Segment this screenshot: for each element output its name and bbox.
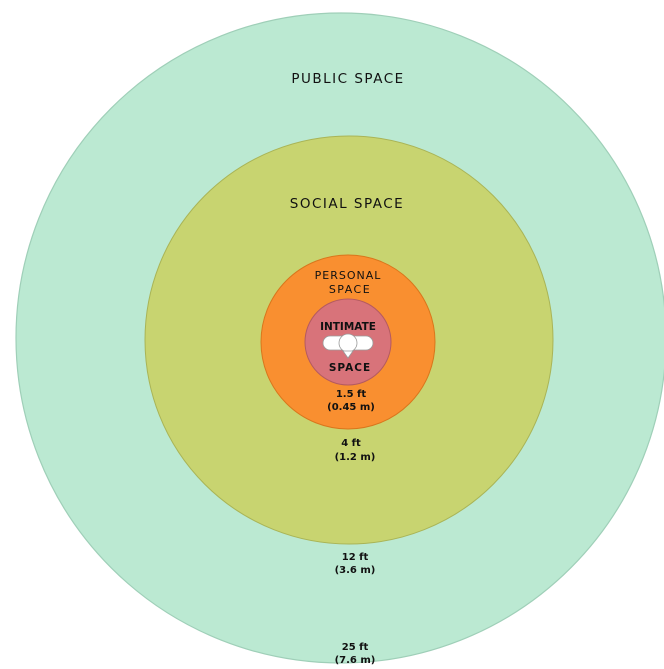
intimate-distance-imperial: 1.5 ft (336, 389, 367, 400)
person-top-view-icon (322, 333, 374, 359)
social-distance-imperial: 12 ft (342, 552, 369, 563)
personal-distance-imperial: 4 ft (341, 438, 361, 449)
intimate-space-label-line1: INTIMATE (320, 321, 376, 333)
public-space-label: PUBLIC SPACE (291, 71, 404, 87)
social-space-label: SOCIAL SPACE (290, 196, 404, 212)
intimate-space-label-line2: SPACE (329, 362, 371, 374)
personal-space-label-line2: SPACE (329, 283, 371, 296)
intimate-distance-metric: (0.45 m) (327, 402, 375, 413)
personal-space-label-line1: PERSONAL (315, 269, 382, 282)
public-distance-metric: (7.6 m) (335, 655, 376, 666)
public-distance-imperial: 25 ft (342, 642, 369, 653)
social-distance-metric: (3.6 m) (335, 565, 376, 576)
personal-distance-metric: (1.2 m) (335, 452, 376, 463)
